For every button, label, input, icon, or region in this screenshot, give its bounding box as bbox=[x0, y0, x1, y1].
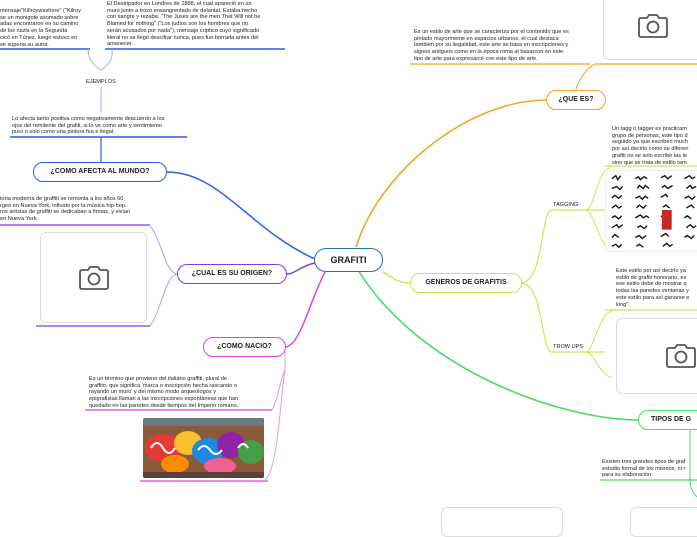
camera-icon bbox=[638, 14, 668, 38]
trow-ups-text: Este estilo por así decirlo ya estilo de… bbox=[616, 268, 690, 308]
tag-samples-icon bbox=[611, 174, 697, 249]
topic-como-nacio[interactable]: ¿COMO NACIO? bbox=[203, 337, 286, 357]
camera-icon bbox=[666, 344, 696, 368]
origen-text: toria moderna de graffiti se remonta a l… bbox=[0, 196, 131, 223]
photo-trow-ups bbox=[616, 318, 697, 394]
tipos-text: Existen tres grandes tipos de graf estud… bbox=[602, 459, 686, 479]
connector-lines bbox=[0, 48, 697, 498]
tagging-text: Un tagg o tagger es practicam grupo de p… bbox=[612, 126, 689, 166]
que-es-text: Es un estilo de arte que se caracteriza … bbox=[414, 29, 569, 62]
tagging-image bbox=[605, 170, 697, 252]
trow-ups-label: TROW UPS bbox=[553, 344, 584, 350]
photo-origen bbox=[40, 232, 147, 323]
graffiti-wall-image bbox=[143, 418, 264, 478]
topic-que-es[interactable]: ¿QUE ES? bbox=[546, 90, 606, 110]
ejemplos-label: EJEMPLOS bbox=[86, 79, 116, 85]
afecta-text: Lo afecta tanto positiva como negativame… bbox=[12, 116, 165, 136]
topic-generos-de-grafitis[interactable]: GENEROS DE GRAFITIS bbox=[410, 273, 522, 293]
graffiti-collage-icon bbox=[143, 418, 264, 478]
photo-tipos-2 bbox=[630, 507, 697, 537]
camera-icon bbox=[78, 265, 109, 290]
nacio-text: Es un término que proviene del italiano … bbox=[89, 376, 239, 409]
topic-tipos-de-grafiti[interactable]: TIPOS DE G bbox=[638, 410, 697, 430]
example-text-ripper: El Destripador en Londres de 1888, el cu… bbox=[107, 1, 261, 48]
photo-que-es bbox=[603, 0, 697, 60]
topic-como-afecta-al-mundo[interactable]: ¿COMO AFECTA AL MUNDO? bbox=[33, 162, 167, 182]
topic-cual-es-su-origen[interactable]: ¿CUAL ES SU ORIGEN? bbox=[177, 264, 287, 284]
tagging-label: TAGGING bbox=[553, 202, 579, 208]
example-text-kilroy: mensaje"Killroywashere" ("Kilroy se un m… bbox=[0, 8, 81, 48]
photo-tipos-1 bbox=[441, 507, 563, 537]
central-topic-grafiti[interactable]: GRAFITI bbox=[314, 248, 383, 272]
